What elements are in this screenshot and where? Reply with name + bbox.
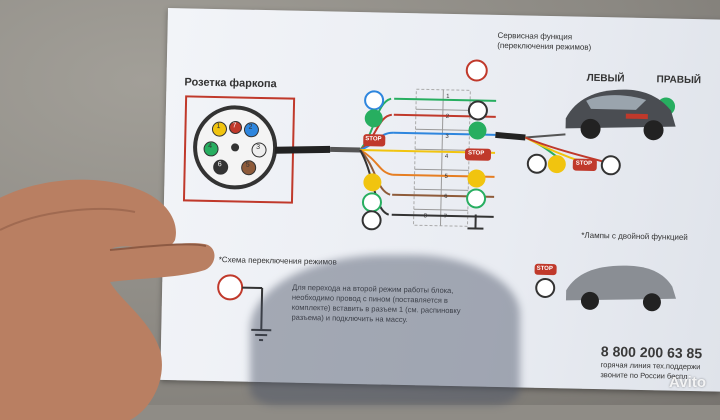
pin-number: 2	[248, 124, 252, 131]
hand-shape	[0, 180, 214, 420]
pin-number: 5	[246, 162, 250, 169]
service-function-label: Сервисная функция	[497, 31, 572, 42]
connector-number: 3	[445, 134, 448, 140]
car-top	[565, 88, 676, 140]
connector-number: 1	[446, 94, 449, 100]
connector-number: 8	[424, 213, 427, 219]
pin-number: 1	[216, 123, 220, 130]
pin-number: 4	[208, 143, 212, 150]
socket-title: Розетка фаркопа	[184, 76, 277, 90]
connector-number: 6	[444, 194, 447, 200]
connector-number: 5	[444, 174, 447, 180]
right-icons	[463, 60, 493, 229]
stop-label: STOP	[468, 150, 484, 156]
connector-number: 2	[446, 114, 449, 120]
stop-label: STOP	[365, 136, 381, 142]
service-function-sub: (переключения режимов)	[497, 41, 591, 52]
stop-label: STOP	[537, 266, 553, 272]
car-bottom	[566, 264, 677, 311]
pin-number: 7	[232, 122, 236, 129]
right-side-label: ПРАВЫЙ	[656, 74, 701, 86]
left-side-label: ЛЕВЫЙ	[587, 73, 625, 85]
pin-number: 3	[256, 144, 260, 151]
connector-number: 7	[444, 214, 447, 220]
stop-label: STOP	[576, 161, 592, 167]
phone-shadow	[250, 255, 520, 405]
block-grid	[414, 89, 471, 226]
connector-number: 4	[445, 154, 448, 160]
hand	[0, 150, 230, 420]
watermark: Avito	[669, 374, 706, 391]
phone-number: 8 800 200 63 85	[601, 343, 703, 361]
